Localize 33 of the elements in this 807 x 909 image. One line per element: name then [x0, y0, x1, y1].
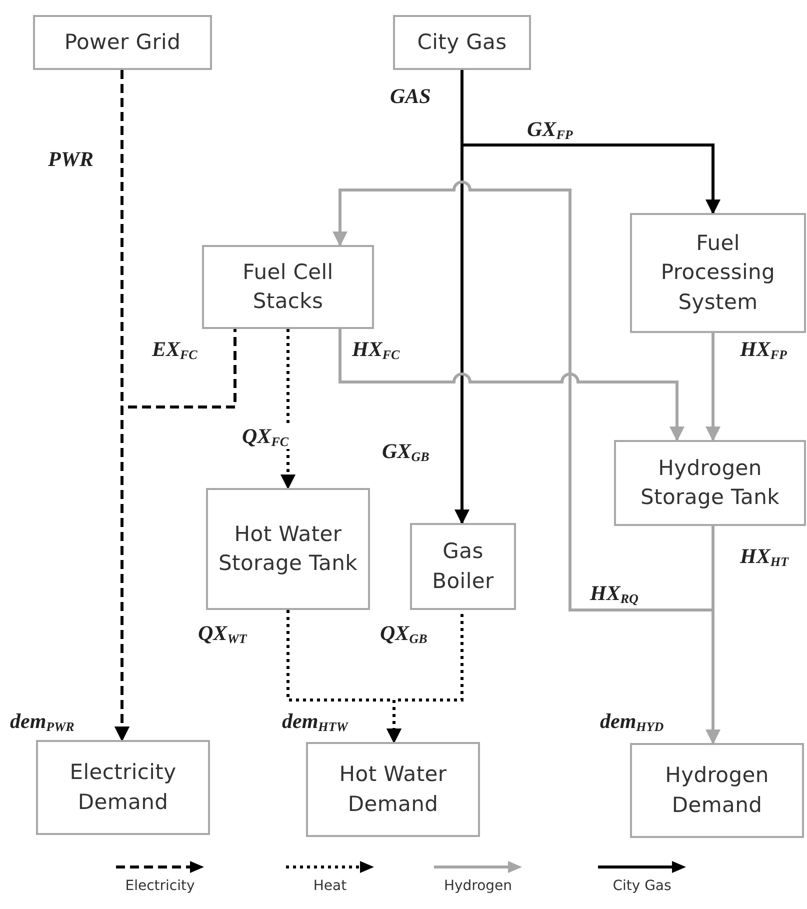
process-box [614, 440, 806, 526]
legend-label: City Gas [612, 878, 672, 894]
legend-label: Electricity [125, 878, 195, 894]
arrow [114, 329, 236, 742]
box-label: Hot Water Demand [338, 761, 448, 818]
process-box [630, 743, 804, 838]
box-label: Fuel Processing System [660, 230, 776, 316]
flow-label: dem$_{HTW}$ [280, 710, 350, 734]
process-box [306, 742, 480, 837]
box-label: Hot Water Storage Tank [218, 520, 358, 577]
process-box [36, 740, 210, 835]
process-box [630, 213, 806, 333]
arrow [338, 329, 684, 442]
box-label: Hydrogen Demand [664, 762, 770, 818]
arrow [332, 181, 714, 612]
arrow [706, 333, 720, 442]
process-box [206, 488, 370, 610]
box-label: Fuel Cell Stacks [242, 258, 334, 315]
box-label: Hydrogen Storage Tank [640, 454, 780, 511]
legend-label: Heat [313, 878, 347, 894]
process-box [202, 245, 374, 329]
edge-label: QX$_{FC}$ [240, 425, 291, 450]
arrow [280, 329, 296, 490]
arrow [454, 70, 470, 524]
box-label: Gas Boiler [431, 538, 495, 594]
legend-label: Hydrogen [444, 878, 512, 894]
box-label: Electricity Demand [68, 759, 178, 816]
process-box [33, 15, 212, 70]
process-box [393, 15, 531, 70]
box-label: City Gas [417, 28, 507, 56]
box-label: Power Grid [64, 28, 181, 56]
flow-label: dem$_{PWR}$ [8, 710, 76, 734]
process-box [410, 523, 516, 610]
